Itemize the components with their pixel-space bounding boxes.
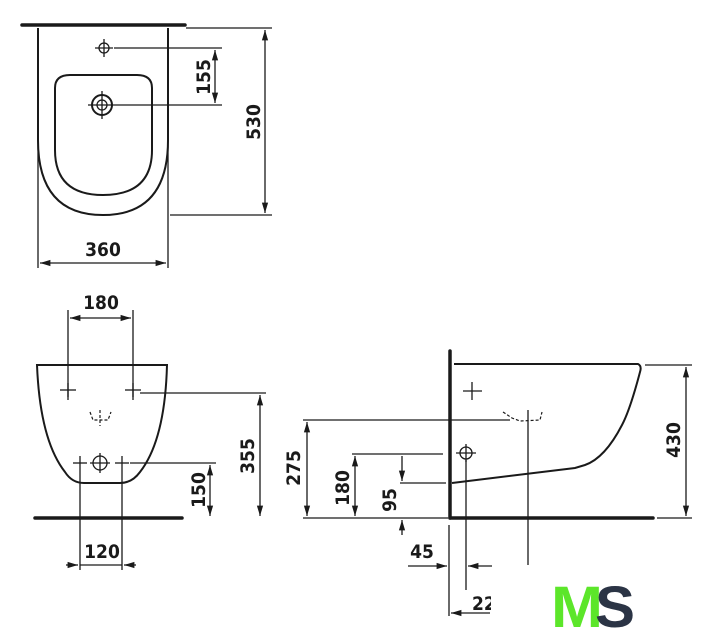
tap-hole-icon xyxy=(95,39,113,57)
bidet-front-outline xyxy=(35,364,169,484)
dim-120: 120 xyxy=(84,541,120,563)
top-view: 155 530 360 xyxy=(20,23,272,268)
dim-275: 275 xyxy=(283,450,305,486)
side-view: 275 180 95 430 45 22 xyxy=(283,349,692,617)
dim-360: 360 xyxy=(85,239,121,261)
fixing-cross-icon xyxy=(463,382,482,400)
drain-hole-icon xyxy=(88,91,116,119)
bidet-outline xyxy=(37,28,169,217)
fixing-hole-icon xyxy=(60,383,141,397)
ms-logo: M S xyxy=(551,575,635,640)
front-view: 180 355 150 120 xyxy=(33,292,266,570)
dim-22: 22 xyxy=(472,593,496,615)
logo-m: M xyxy=(551,575,603,640)
dim-180-front: 180 xyxy=(83,292,119,314)
dim-430: 430 xyxy=(663,422,685,458)
dim-530: 530 xyxy=(243,104,265,140)
bidet-side-outline xyxy=(451,363,642,484)
dim-355: 355 xyxy=(237,438,259,474)
dim-155: 155 xyxy=(193,59,215,95)
logo-s: S xyxy=(595,575,635,640)
dim-45: 45 xyxy=(410,541,434,563)
bowl-outline xyxy=(54,74,153,197)
supply-holes-icon xyxy=(73,453,129,473)
supply-hole-side-icon xyxy=(456,444,476,462)
waste-outlet-hidden xyxy=(89,410,112,426)
dim-150: 150 xyxy=(188,472,210,508)
dim-180-side: 180 xyxy=(332,470,354,506)
dim-95: 95 xyxy=(379,488,401,512)
waste-hidden-side xyxy=(502,411,543,422)
